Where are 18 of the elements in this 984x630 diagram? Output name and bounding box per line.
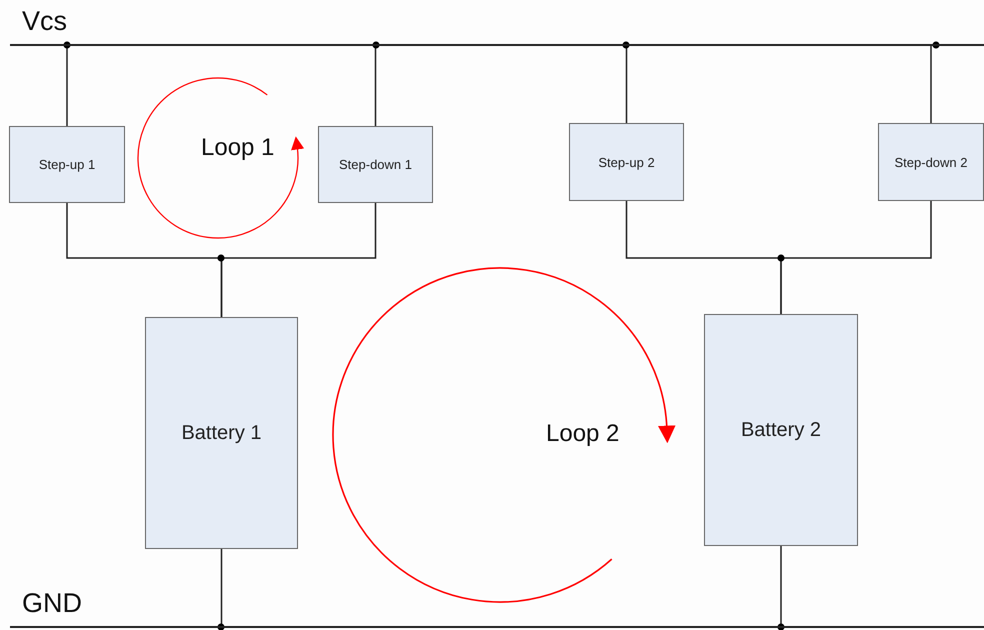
- wire: [66, 46, 68, 126]
- wire: [780, 546, 782, 626]
- rail-label: Vcs: [22, 6, 68, 37]
- wire: [780, 201, 932, 314]
- battery-box: Battery 1: [145, 317, 298, 549]
- wire: [374, 46, 376, 126]
- converter-box: Step-down 2: [878, 123, 984, 201]
- wire: [626, 46, 628, 123]
- converter-box: Step-up 2: [569, 123, 684, 201]
- wire: [930, 46, 932, 123]
- converter-box: Step-down 1: [318, 126, 433, 203]
- loop-label: Loop 2: [546, 420, 620, 448]
- converter-box: Step-up 1: [9, 126, 125, 203]
- battery-box: Battery 2: [704, 314, 858, 546]
- rail-label: GND: [22, 588, 82, 619]
- wire: [220, 549, 222, 626]
- loop-label: Loop 1: [201, 134, 274, 162]
- wire: [220, 203, 376, 317]
